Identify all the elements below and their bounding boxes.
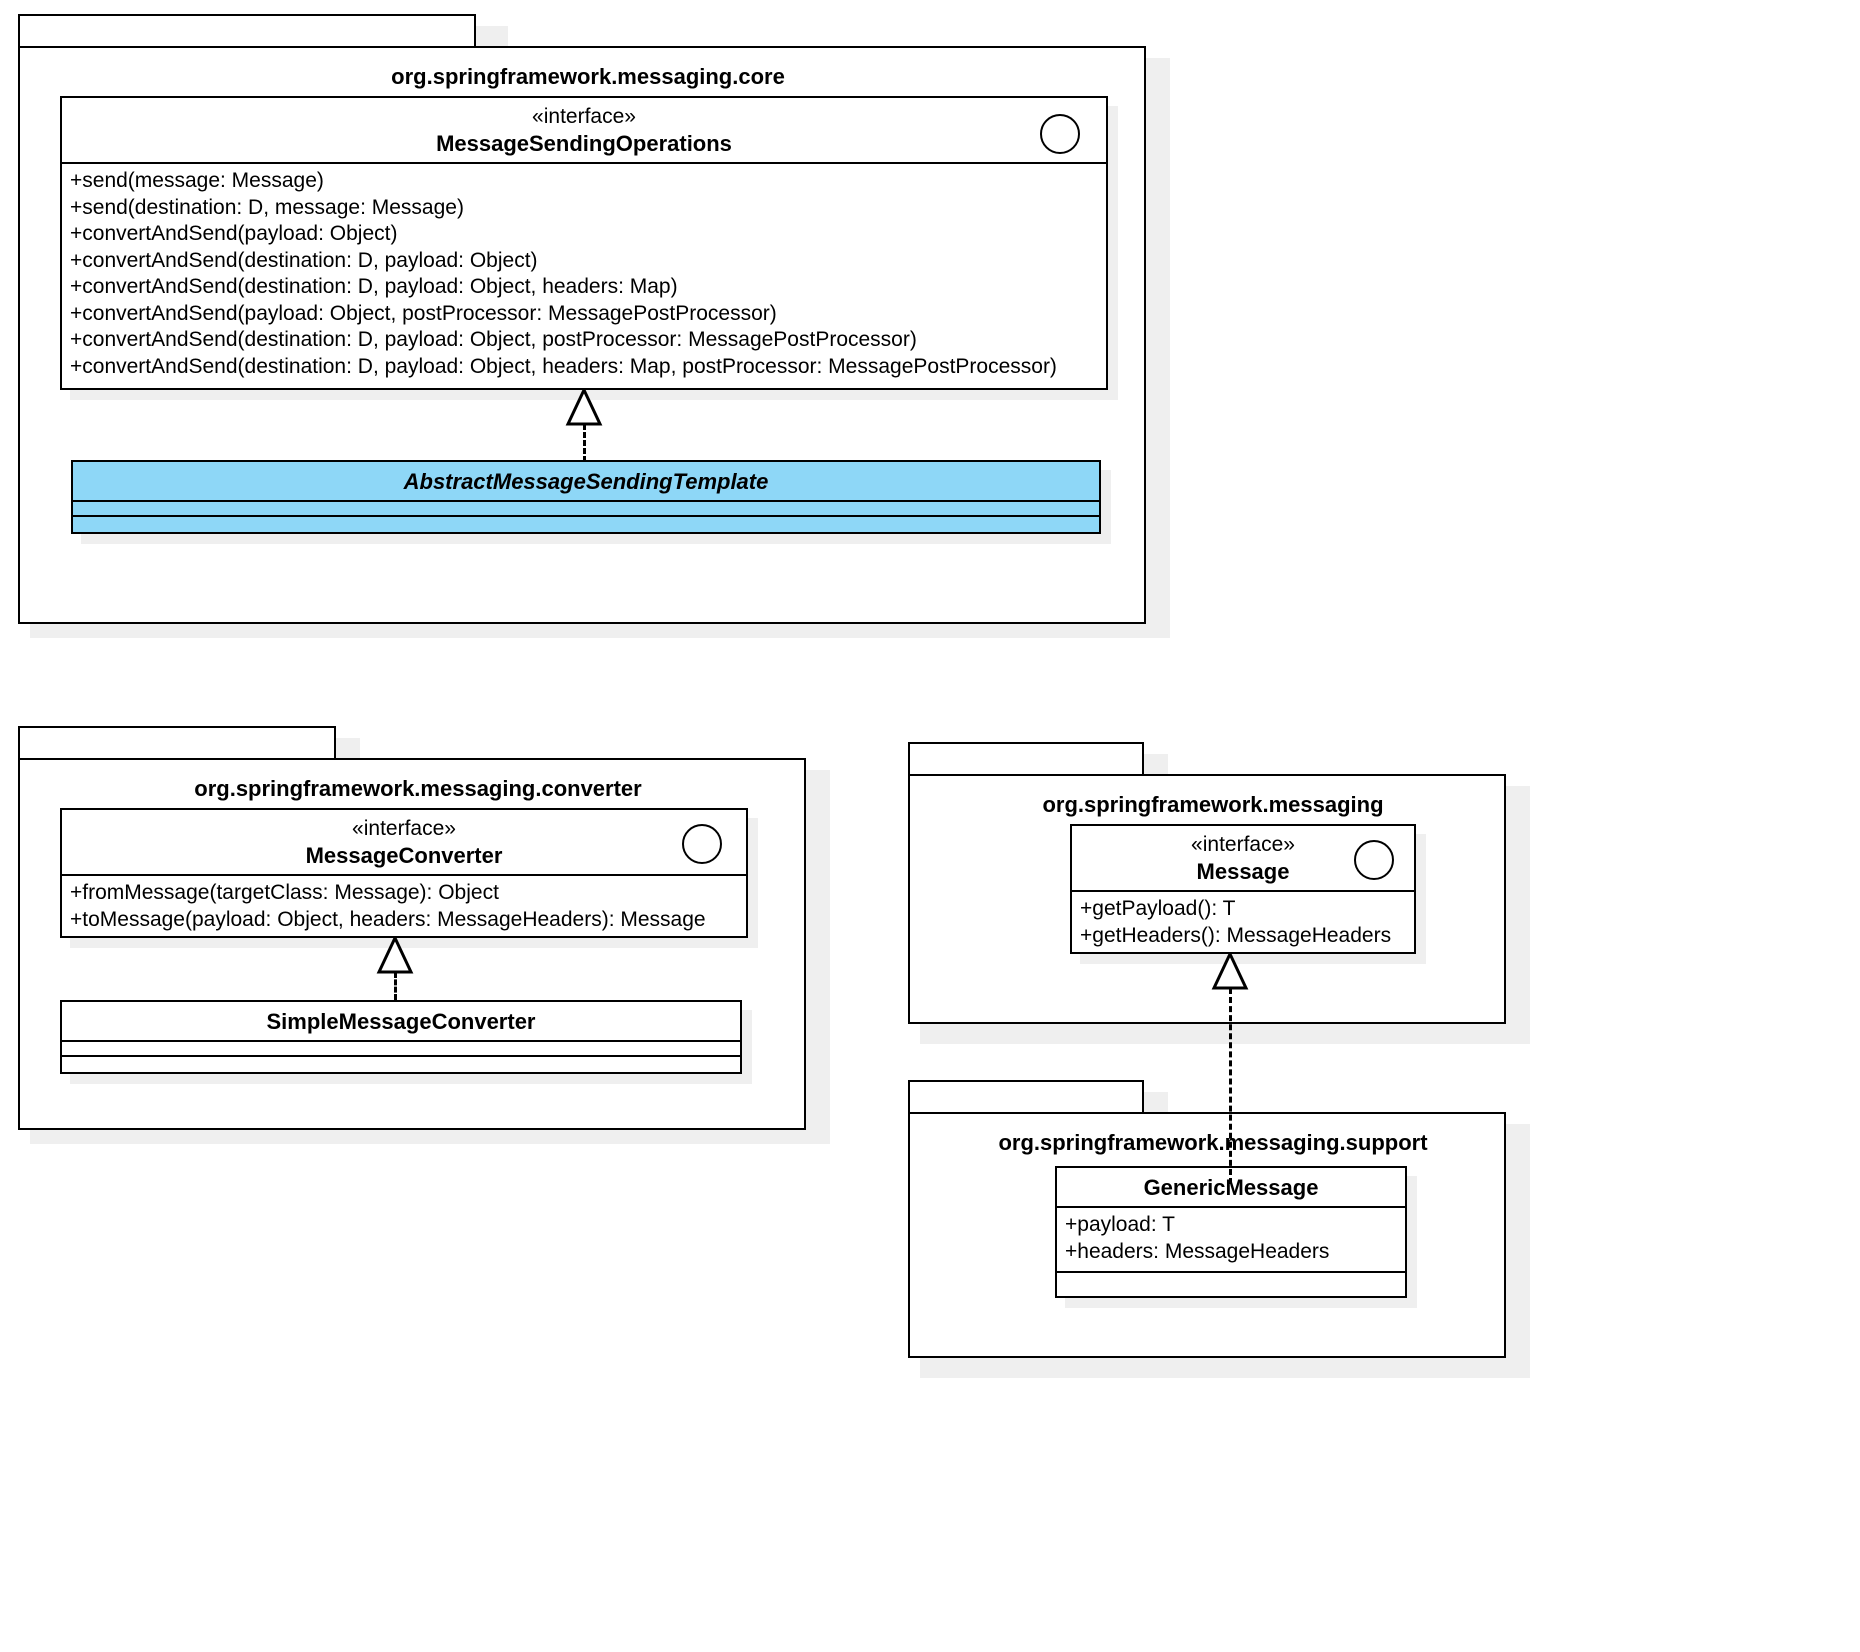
- interface-circle-icon: [682, 824, 722, 864]
- package-tab: [908, 1080, 1144, 1114]
- classifier-name: AbstractMessageSendingTemplate: [403, 469, 769, 494]
- operation-item: +getHeaders(): MessageHeaders: [1080, 923, 1392, 947]
- attributes-compartment: +payload: T +headers: MessageHeaders: [1057, 1208, 1405, 1273]
- classifier-name: MessageSendingOperations: [436, 131, 732, 156]
- attributes-compartment: [62, 1042, 740, 1057]
- realization-arrowhead-message: [1211, 952, 1249, 990]
- realization-arrowhead-converter: [376, 936, 414, 974]
- operations-compartment: +send(message: Message) +send(destinatio…: [62, 164, 1106, 386]
- operations-compartment: [62, 1057, 740, 1072]
- classifier-header: AbstractMessageSendingTemplate: [73, 462, 1099, 502]
- operations-compartment: +getPayload(): T +getHeaders(): MessageH…: [1072, 892, 1414, 955]
- classifier-header: «interface» MessageSendingOperations: [62, 98, 1106, 164]
- classifier-message-converter[interactable]: «interface» MessageConverter +fromMessag…: [60, 808, 748, 938]
- stereotype-label: «interface»: [1191, 833, 1295, 856]
- interface-circle-icon: [1040, 114, 1080, 154]
- stereotype-label: «interface»: [352, 817, 456, 840]
- classifier-name: SimpleMessageConverter: [266, 1009, 536, 1034]
- interface-circle-icon: [1354, 840, 1394, 880]
- classifier-name: Message: [1196, 859, 1290, 884]
- attribute-item: +headers: MessageHeaders: [1065, 1239, 1330, 1263]
- operation-item: +getPayload(): T: [1080, 897, 1236, 920]
- operation-item: +fromMessage(targetClass: Message): Obje…: [70, 881, 499, 904]
- package-messaging-support[interactable]: org.springframework.messaging.support Ge…: [908, 1080, 1530, 1378]
- package-tab: [908, 742, 1144, 776]
- package-messaging[interactable]: org.springframework.messaging «interface…: [908, 742, 1530, 1044]
- package-title-messaging-core: org.springframework.messaging.core: [391, 64, 785, 89]
- package-title-messaging-support: org.springframework.messaging.support: [998, 1130, 1428, 1155]
- operation-item: +toMessage(payload: Object, headers: Mes…: [70, 907, 706, 931]
- package-title-messaging-converter: org.springframework.messaging.converter: [194, 776, 642, 801]
- operation-item: +convertAndSend(payload: Object): [70, 222, 398, 245]
- realization-line-message: [1229, 988, 1232, 1184]
- classifier-name: MessageConverter: [305, 843, 503, 868]
- classifier-generic-message[interactable]: GenericMessage +payload: T +headers: Mes…: [1055, 1166, 1407, 1298]
- attribute-item: +payload: T: [1065, 1213, 1175, 1236]
- realization-line-core: [583, 424, 586, 462]
- operation-item: +convertAndSend(destination: D, payload:…: [70, 275, 678, 298]
- operation-item: +send(message: Message): [70, 169, 324, 192]
- operations-compartment: [73, 517, 1099, 532]
- stereotype-label: «interface»: [532, 105, 636, 128]
- classifier-header: SimpleMessageConverter: [62, 1002, 740, 1042]
- realization-line-converter: [394, 972, 397, 1000]
- operations-compartment: [1057, 1273, 1405, 1288]
- operation-item: +send(destination: D, message: Message): [70, 195, 464, 219]
- operations-compartment: +fromMessage(targetClass: Message): Obje…: [62, 876, 746, 939]
- package-tab: [18, 726, 336, 760]
- classifier-message-sending-operations[interactable]: «interface» MessageSendingOperations +se…: [60, 96, 1108, 390]
- package-tab: [18, 14, 476, 48]
- operation-item: +convertAndSend(destination: D, payload:…: [70, 328, 917, 351]
- package-title-messaging: org.springframework.messaging: [1042, 792, 1384, 817]
- classifier-message[interactable]: «interface» Message +getPayload(): T +ge…: [1070, 824, 1416, 954]
- attributes-compartment: [73, 502, 1099, 517]
- classifier-abstract-message-sending-template[interactable]: AbstractMessageSendingTemplate: [71, 460, 1101, 534]
- classifier-simple-message-converter[interactable]: SimpleMessageConverter: [60, 1000, 742, 1074]
- classifier-header: «interface» MessageConverter: [62, 810, 746, 876]
- package-messaging-converter[interactable]: org.springframework.messaging.converter …: [18, 726, 830, 1144]
- operation-item: +convertAndSend(payload: Object, postPro…: [70, 301, 777, 325]
- operation-item: +convertAndSend(destination: D, payload:…: [70, 248, 538, 272]
- operation-item: +convertAndSend(destination: D, payload:…: [70, 354, 1057, 378]
- realization-arrowhead-core: [565, 388, 603, 426]
- classifier-header: «interface» Message: [1072, 826, 1414, 892]
- package-messaging-core[interactable]: org.springframework.messaging.core «inte…: [18, 14, 1170, 638]
